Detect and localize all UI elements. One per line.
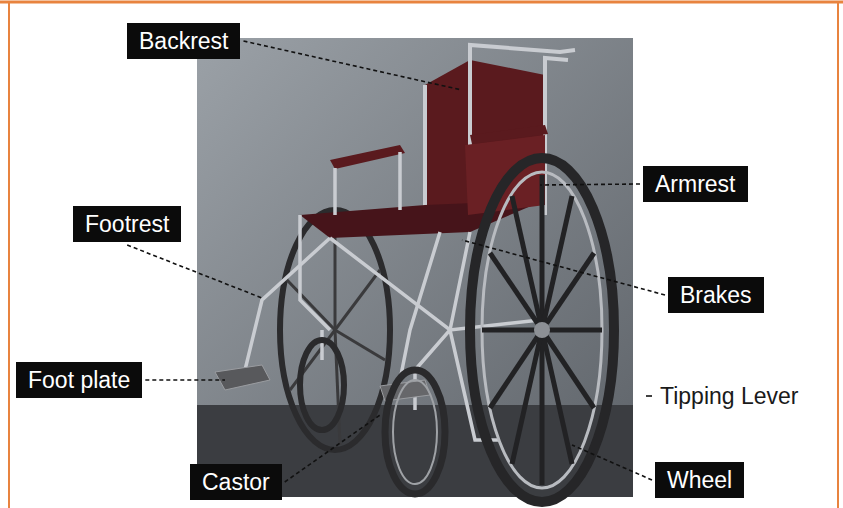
part-label: Foot plate: [16, 362, 142, 398]
part-label: Castor: [190, 464, 282, 500]
part-label: Backrest: [127, 23, 240, 59]
leader-line: [572, 445, 652, 480]
part-label: Brakes: [668, 277, 764, 313]
leader-line: [646, 395, 652, 397]
leader-line: [145, 379, 225, 381]
part-label: Armrest: [643, 166, 748, 202]
frame-border: [837, 2, 839, 508]
leader-line: [243, 41, 462, 90]
part-label: Wheel: [655, 462, 744, 498]
part-label: Footrest: [73, 206, 181, 242]
leader-line: [285, 415, 380, 482]
frame-border: [8, 2, 10, 508]
photo: [197, 38, 633, 502]
leader-lines: [127, 41, 665, 482]
leader-line: [462, 240, 665, 295]
frame-border: [0, 1, 843, 4]
part-label: Tipping Lever: [656, 378, 803, 414]
leader-line: [540, 184, 640, 185]
leader-line: [127, 245, 262, 298]
